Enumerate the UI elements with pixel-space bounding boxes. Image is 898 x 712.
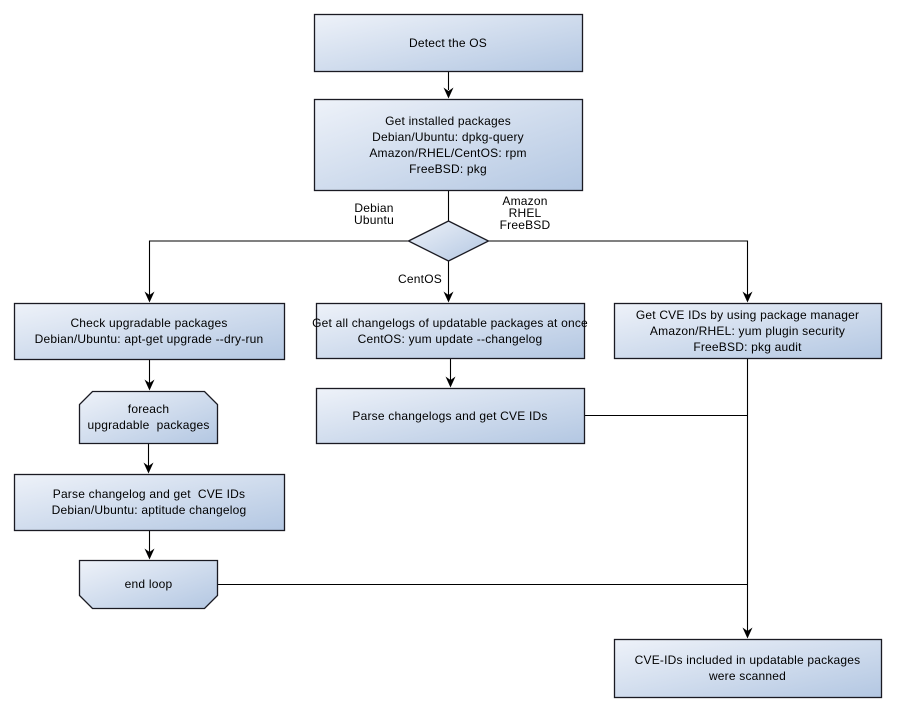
node-end-loop: end loop (124, 577, 173, 591)
edge-decision-left (148, 240, 409, 295)
edge-label-amazon-rhel-freebsd: Amazon RHEL FreeBSD (499, 194, 551, 232)
arrowhead-foreach (144, 379, 155, 391)
node-scan-result: CVE-IDs included in updatable packages w… (634, 653, 861, 683)
get-cve-ids-box (613, 302, 883, 360)
arrowhead-get-cve (742, 291, 753, 303)
get-installed-packages-box (313, 98, 584, 192)
scan-result-box (613, 638, 883, 699)
edge-decision-right (488, 240, 749, 295)
connectors (143, 71, 753, 639)
node-detect-os: Detect the OS (409, 35, 487, 50)
parse-changelogs-box (315, 387, 586, 445)
get-all-changelogs-box (315, 302, 586, 360)
edge-label-debian-ubuntu: Debian Ubuntu (354, 201, 394, 227)
arrowhead-endloop (144, 548, 155, 560)
node-get-installed-packages: Get installed packages Debian/Ubuntu: dp… (369, 113, 527, 176)
edge-label-centos: CentOS (398, 272, 442, 286)
check-upgradable-box (13, 302, 286, 361)
node-check-upgradable: Check upgradable packages Debian/Ubuntu:… (34, 316, 264, 346)
os-decision-diamond (407, 220, 490, 262)
node-parse-changelogs: Parse changelogs and get CVE IDs (352, 408, 548, 423)
arrowhead-result (742, 627, 753, 639)
node-get-all-changelogs: Get all changelogs of updatable packages… (312, 315, 588, 346)
node-parse-changelog-each: Parse changelog and get CVE IDs Debian/U… (51, 487, 247, 517)
end-loop-shape (78, 559, 219, 610)
parse-changelog-each-box (13, 473, 286, 532)
arrowhead-get-changelogs (443, 291, 454, 303)
arrowhead-parse-mid (445, 376, 456, 388)
foreach-loop-shape (78, 390, 219, 445)
detect-os-box (313, 13, 584, 73)
arrowhead-install (443, 87, 454, 99)
node-shapes (13, 13, 883, 699)
arrowhead-parse-left (143, 462, 154, 474)
arrowhead-check-upgradable (144, 291, 155, 303)
node-get-cve-ids: Get CVE IDs by using package manager Ama… (635, 307, 860, 354)
node-foreach-loop: foreach upgradable packages (87, 402, 210, 432)
